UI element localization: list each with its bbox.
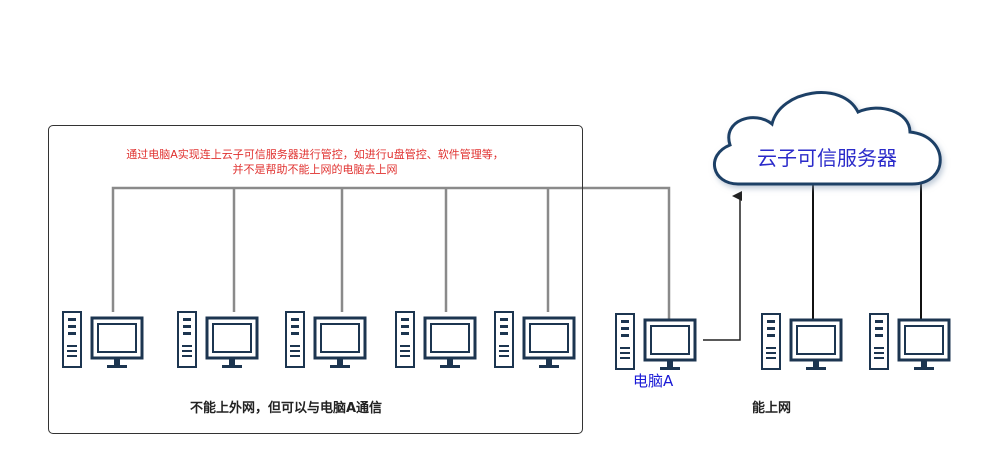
- lan-wiring: [111, 186, 671, 320]
- note-line-2: 并不是帮助不能上网的电脑去上网: [232, 163, 398, 176]
- cloud-label: 云子可信服务器: [757, 146, 897, 170]
- lan-label: 不能上外网，但可以与电脑A通信: [190, 401, 383, 416]
- internet-computer-2-icon: [868, 312, 951, 372]
- internet-computer-1-icon: [760, 312, 843, 372]
- internet-wiring: [812, 180, 922, 322]
- computer-a-label: 电脑A: [633, 372, 674, 390]
- uplink-arrow: [703, 191, 742, 341]
- computer-a-icon: [614, 312, 697, 372]
- lan-boundary-box: [48, 125, 583, 434]
- note-text: 通过电脑A实现连上云子可信服务器进行管控，如进行u盘管控、软件管理等， 并不是帮…: [70, 147, 560, 177]
- cloud-server-icon: [713, 91, 942, 186]
- note-line-1: 通过电脑A实现连上云子可信服务器进行管控，如进行u盘管控、软件管理等，: [126, 148, 504, 161]
- internet-label: 能上网: [752, 401, 792, 416]
